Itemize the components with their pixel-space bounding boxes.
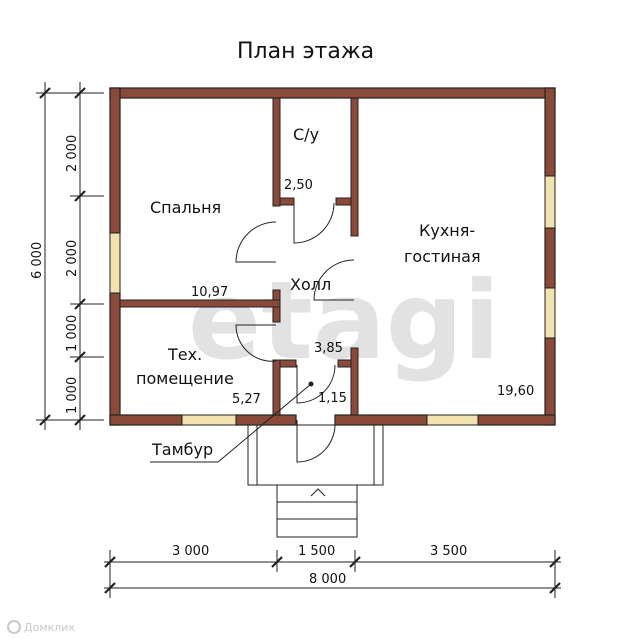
wall-kitchen-left-upper <box>350 97 359 237</box>
wall-left-upper <box>109 87 121 234</box>
bathroom-area: 2,50 <box>284 178 313 193</box>
hall-area: 3,85 <box>314 341 343 356</box>
tick-l1 <box>74 87 86 99</box>
brand-name: Домклик <box>24 621 75 634</box>
wall-bedroom-right-upper <box>272 97 281 207</box>
plan-title: План этажа <box>237 39 374 64</box>
dim-bottom-2: 1 500 <box>298 544 335 559</box>
interior-walls <box>119 97 359 416</box>
tick-3 <box>349 556 361 568</box>
vestibule-leader <box>150 381 314 463</box>
dim-bottom-1: 3 000 <box>172 544 209 559</box>
windows <box>109 175 556 426</box>
dim-bottom-3: 3 500 <box>430 544 467 559</box>
door-bedroom <box>235 221 277 263</box>
vestibule-label: Тамбур <box>151 440 213 459</box>
wall-top <box>109 87 556 99</box>
leader-dot <box>308 381 314 387</box>
brand-icon <box>7 620 21 634</box>
tech-label-line1: Тех. <box>167 345 202 364</box>
dim-left-1: 2 000 <box>65 135 80 172</box>
window-right-2 <box>544 287 556 339</box>
door-bathroom <box>293 202 335 244</box>
porch <box>247 424 384 538</box>
tech-label-line2: помещение <box>136 369 234 388</box>
bottom-dimensions <box>104 550 561 598</box>
left-dimensions <box>36 82 104 430</box>
bedroom-area: 10,97 <box>191 285 228 300</box>
tick-l2 <box>74 190 86 202</box>
stairs-arrow <box>310 488 326 497</box>
wall-hall-stub-right <box>337 359 352 368</box>
wall-bedroom-bottom <box>119 299 281 308</box>
dim-left-4: 1 000 <box>65 377 80 414</box>
dim-bottom-total: 8 000 <box>309 572 346 587</box>
kitchen-label-line1: Кухня- <box>419 221 475 240</box>
dim-left-2: 2 000 <box>65 240 80 277</box>
tick-l4 <box>74 351 86 363</box>
hall-label: Холл <box>290 275 331 294</box>
wall-right-1 <box>544 87 556 177</box>
bathroom-label: С/у <box>293 125 319 144</box>
wall-hall-stub-left <box>279 359 297 368</box>
leader-diagonal <box>217 383 312 463</box>
tick-2 <box>271 556 283 568</box>
door-vestibule <box>296 364 336 404</box>
stairs-outline <box>276 484 358 538</box>
dim-left-3: 1 000 <box>65 315 80 352</box>
brand-logo: Домклик <box>7 620 75 634</box>
wall-kitchen-left-lower <box>350 347 359 416</box>
tick-l7 <box>39 414 51 426</box>
door-entrance <box>296 420 336 463</box>
tick-4 <box>549 556 561 568</box>
bedroom-label: Спальня <box>150 198 221 217</box>
window-bottom-1 <box>181 414 237 426</box>
tick-1 <box>104 556 116 568</box>
porch-outline <box>247 424 384 486</box>
window-right-1 <box>544 175 556 229</box>
wall-bath-stub-left <box>279 197 295 206</box>
dim-left-total: 6 000 <box>30 242 45 279</box>
wall-bottom-1 <box>109 414 183 426</box>
tick-6 <box>549 582 561 594</box>
wall-bottom-3 <box>334 414 428 426</box>
kitchen-label-line2: гостиная <box>404 247 481 266</box>
tick-l6 <box>39 87 51 99</box>
wall-left-lower <box>109 292 121 426</box>
wall-bottom-4 <box>477 414 556 426</box>
window-bottom-2 <box>426 414 479 426</box>
tick-l5 <box>74 414 86 426</box>
vestibule-area: 1,15 <box>318 391 347 406</box>
wall-bottom-2 <box>235 414 297 426</box>
door-tech <box>235 324 277 362</box>
tick-l3 <box>74 298 86 310</box>
tick-5 <box>104 582 116 594</box>
wall-tech-right-lower <box>272 359 281 416</box>
wall-tech-right-upper <box>272 306 281 323</box>
window-left <box>109 232 121 294</box>
kitchen-area: 19,60 <box>497 384 534 399</box>
wall-right-3 <box>544 337 556 426</box>
doors <box>235 202 355 463</box>
wall-right-2 <box>544 227 556 289</box>
door-kitchen <box>313 259 355 301</box>
tech-area: 5,27 <box>232 392 261 407</box>
